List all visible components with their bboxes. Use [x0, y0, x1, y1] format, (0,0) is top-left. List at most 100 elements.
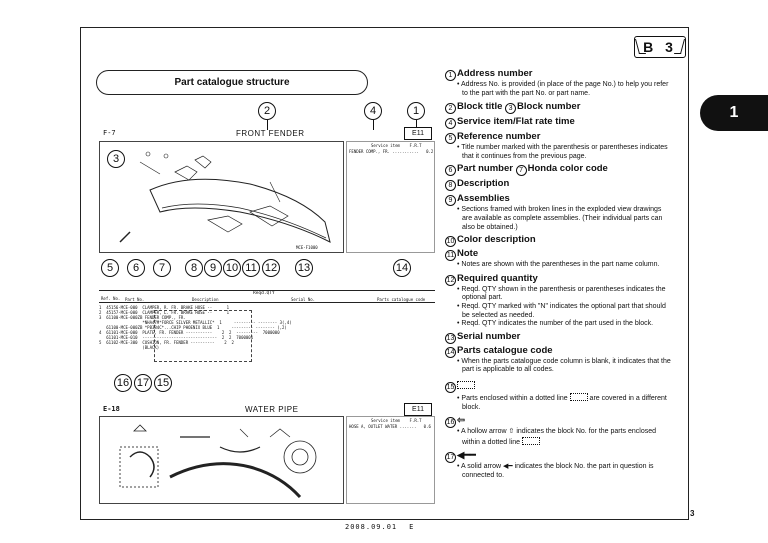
legend-title: Address number [457, 68, 533, 79]
legend-title: Part number [457, 163, 513, 175]
table-row: 4 61101-MCE-000 PLATE, FR. FENDER ------… [99, 330, 280, 335]
callout-8: 8 [185, 259, 203, 277]
legend-note: • Reqd. QTY indicates the number of the … [457, 320, 654, 328]
legend-title: Block title [457, 101, 503, 113]
figure1-code: MCE-F1000 [296, 245, 318, 250]
callout-12: 12 [262, 259, 280, 277]
legend-title: Parts catalogue code [457, 344, 553, 356]
circled-number: 8 [445, 180, 456, 192]
legend-title: Honda color code [527, 163, 608, 175]
page-number: 3 [690, 509, 695, 518]
table-rows: 1 45156-MCE-000 CLAMPER, R. FR. BRAKE HO… [99, 305, 435, 350]
legend-title: Reference number [457, 131, 541, 143]
solid-arrow-icon: ◀━ [503, 463, 513, 471]
page-tab: B 3 [634, 36, 686, 58]
qty-header: Reqd.QTY [253, 291, 275, 296]
assembly-dotted-frame [154, 310, 252, 362]
legend-note: • Reqd. QTY marked with "N" indicates th… [457, 302, 666, 319]
circled-number: 12 [445, 274, 456, 286]
exploded-view-front-fender: MCE-F1000 [99, 141, 344, 253]
figure1-title: FRONT FENDER [236, 129, 305, 138]
legend-note: • Address No. is provided (in place of t… [457, 81, 669, 97]
footer-date: 2008.09.01 [345, 523, 398, 531]
table-row: (BLACK) [99, 345, 160, 350]
page-frame [80, 27, 689, 520]
footer: 2008.09.01 E [345, 523, 414, 531]
legend-title: Description [457, 178, 510, 190]
legend-note: • Parts enclosed within a dotted line ar… [457, 392, 667, 411]
table-row: 61100-MCE-000ZB *PB384C*...CHIP PHOENIX … [99, 325, 287, 330]
callout-4: 4 [364, 102, 382, 120]
header-ref-no: Ref. No. [101, 296, 121, 301]
figure2-block-number: E11 [404, 403, 432, 416]
callout-1: 1 [407, 102, 425, 120]
section-title: Part catalogue structure [96, 70, 368, 95]
callout-15: 15 [154, 374, 172, 392]
table-row: 5 61102-MCE-300 CUSHION, FR. FENDER ----… [99, 340, 234, 345]
callout-14: 14 [393, 259, 411, 277]
footer-code: E [409, 523, 415, 531]
solid-arrow-icon: ◀━━ [457, 450, 476, 462]
service-item-table-2: Service item F.R.T HOSE A, OUTLET WATER … [346, 416, 435, 504]
legend-note: • Reqd. QTY shown in the parenthesis or … [457, 285, 666, 302]
service-item-table: Service item F.R.T FENDER COMP., FR. ...… [346, 141, 435, 253]
circled-number: 11 [445, 250, 456, 262]
exploded-view-water-pipe [99, 416, 344, 504]
circled-number: 15 [445, 381, 456, 393]
figure1-block-id: F-7 [103, 129, 116, 137]
legend-note: • Sections framed with broken lines in t… [457, 206, 663, 231]
service-item-header: Service item F.R.T [371, 418, 422, 423]
callout-16: 16 [114, 374, 132, 392]
legend-title: Service item/Flat rate time [457, 116, 575, 128]
callout-3: 3 [107, 150, 125, 168]
callout-7: 7 [153, 259, 171, 277]
legend-item-17: 17◀━━ • A solid arrow ◀━ indicates the b… [445, 450, 673, 480]
circled-number: 14 [445, 346, 456, 358]
dotted-line-icon [521, 436, 540, 445]
legend-item-15: 15 • Parts enclosed within a dotted line… [445, 380, 673, 412]
hollow-arrow-icon: ⇧ [508, 428, 515, 436]
legend-note: • Notes are shown with the parentheses i… [457, 261, 660, 269]
circled-number: 7 [515, 165, 527, 177]
water-pipe-drawing [119, 424, 317, 499]
legend-note: • When the parts catalogue code column i… [457, 357, 671, 374]
legend-title: Required quantity [457, 272, 538, 284]
legend-title: Note [457, 248, 479, 260]
callout-5: 5 [101, 259, 119, 277]
legend-title: Block number [517, 101, 581, 113]
table-row: 3 61100-MCE-000ZB FENDER COMP., FR. [99, 315, 186, 320]
circled-number: 9 [445, 195, 456, 207]
header-description: Description [192, 297, 219, 302]
table-row: 2 45157-MCE-000 CLAMPER, L. FR. BRAKE HO… [99, 310, 230, 315]
chapter-tab[interactable]: 1 [700, 95, 768, 131]
legend-title: Color description [457, 234, 536, 246]
header-part-no: Part No. [125, 297, 145, 302]
circled-number: 4 [445, 118, 456, 130]
callout-2: 2 [258, 102, 276, 120]
legend-title: Assemblies [457, 193, 510, 205]
circled-number: 5 [445, 133, 456, 145]
circled-number: 3 [505, 103, 517, 115]
callout-9: 9 [204, 259, 222, 277]
circled-number: 1 [445, 70, 456, 81]
header-catalogue-code: Parts catalogue code [377, 297, 426, 302]
callout-17: 17 [134, 374, 152, 392]
service-item-header: Service item F.R.T [371, 143, 422, 148]
callout-10: 10 [223, 259, 241, 277]
circled-number: 17 [445, 452, 456, 464]
legend-note: • A solid arrow ◀━ indicates the block N… [457, 463, 654, 479]
table-row: 61101-MCE-010 --------------------------… [99, 335, 254, 340]
circled-number: 10 [445, 236, 456, 248]
legend-item-16: 16⇦ • A hollow arrow ⇧ indicates the blo… [445, 415, 673, 447]
